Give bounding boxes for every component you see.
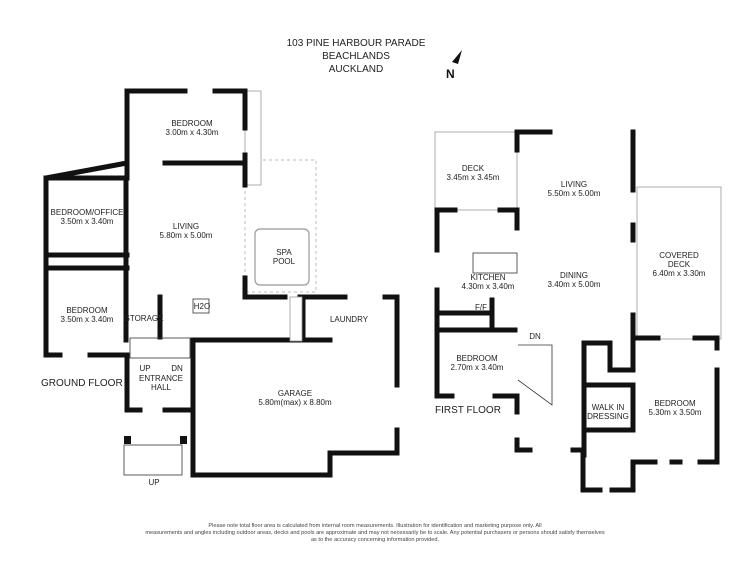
pool-label: POOL — [273, 257, 296, 266]
room-kitchen-size: 4.30m x 3.40m — [462, 282, 515, 291]
north-arrow-icon — [452, 50, 462, 64]
storage-label: STORAGE — [125, 314, 164, 323]
first-floor-plan: DECK 3.45m x 3.45m LIVING 5.50m x 5.00m … — [434, 129, 722, 493]
disclaimer-line2: measurements and angles including outdoo… — [145, 530, 605, 536]
address-line3: AUCKLAND — [329, 64, 383, 75]
deck-label: DECK — [668, 260, 691, 269]
room-bedroom2-size: 3.50m x 3.40m — [61, 315, 114, 324]
room-bedroom-label: BEDROOM — [171, 119, 213, 128]
room-laundry-label: LAUNDRY — [330, 315, 369, 324]
hall-label: HALL — [151, 383, 172, 392]
room-bedroom-office-size: 3.50m x 3.40m — [61, 217, 114, 226]
planter — [244, 90, 262, 186]
north-label: N — [446, 67, 455, 81]
room-bedroom2-ff-size: 5.30m x 3.50m — [649, 408, 702, 417]
room-bedroom-office-label: BEDROOM/OFFICE — [51, 208, 124, 217]
covered-deck-size: 6.40m x 3.30m — [653, 269, 706, 278]
covered-deck-outline — [636, 186, 722, 340]
room-deck-size: 3.45m x 3.45m — [447, 173, 500, 182]
disclaimer-line1: Please note total floor area is calculat… — [208, 523, 542, 529]
dressing-label: DRESSING — [587, 412, 629, 421]
front-steps-up-label: UP — [148, 478, 159, 487]
room-living-ff-size: 5.50m x 5.00m — [548, 189, 601, 198]
ground-floor-title: GROUND FLOOR — [41, 378, 123, 389]
room-bedroom-ff-label: BEDROOM — [456, 354, 498, 363]
room-kitchen-label: KITCHEN — [470, 273, 505, 282]
room-dining-label: DINING — [560, 271, 588, 280]
room-bedroom-ff-size: 2.70m x 3.40m — [451, 363, 504, 372]
room-living-label: LIVING — [173, 222, 199, 231]
bathtub — [289, 296, 303, 342]
first-floor-title: FIRST FLOOR — [435, 405, 501, 416]
disclaimer: Please note total floor area is calculat… — [100, 523, 650, 544]
stairs-up-label: UP — [139, 364, 150, 373]
fridge-label: F/F — [475, 303, 487, 312]
room-dining-size: 3.40m x 5.00m — [548, 280, 601, 289]
room-deck-label: DECK — [462, 164, 485, 173]
room-bedroom2-label: BEDROOM — [66, 306, 108, 315]
h2o-label: H2O — [194, 302, 210, 311]
stairs-down-label: DN — [171, 364, 183, 373]
deck-outline — [434, 131, 518, 211]
room-living-size: 5.80m x 5.00m — [160, 231, 213, 240]
stairs-down-ff-label: DN — [529, 332, 541, 341]
room-bedroom-size: 3.00m x 4.30m — [166, 128, 219, 137]
address-line1: 103 PINE HARBOUR PARADE — [287, 38, 426, 49]
room-bedroom2-ff-label: BEDROOM — [654, 399, 696, 408]
entrance-label: ENTRANCE — [139, 374, 183, 383]
ground-floor-plan: BEDROOM 3.00m x 4.30m BEDROOM/OFFICE 3.5… — [41, 88, 400, 487]
header: 103 PINE HARBOUR PARADE BEACHLANDS AUCKL… — [287, 38, 462, 81]
address-line2: BEACHLANDS — [322, 51, 390, 62]
spa-label: SPA — [276, 248, 292, 257]
room-garage-size: 5.80m(max) x 8.80m — [258, 398, 332, 407]
covered-label: COVERED — [659, 251, 699, 260]
spa-pool — [254, 228, 310, 286]
room-garage-label: GARAGE — [278, 389, 312, 398]
room-living-ff-label: LIVING — [561, 180, 587, 189]
disclaimer-line3: as to the accuracy concerning informatio… — [310, 537, 440, 543]
walk-in-label: WALK IN — [592, 403, 625, 412]
